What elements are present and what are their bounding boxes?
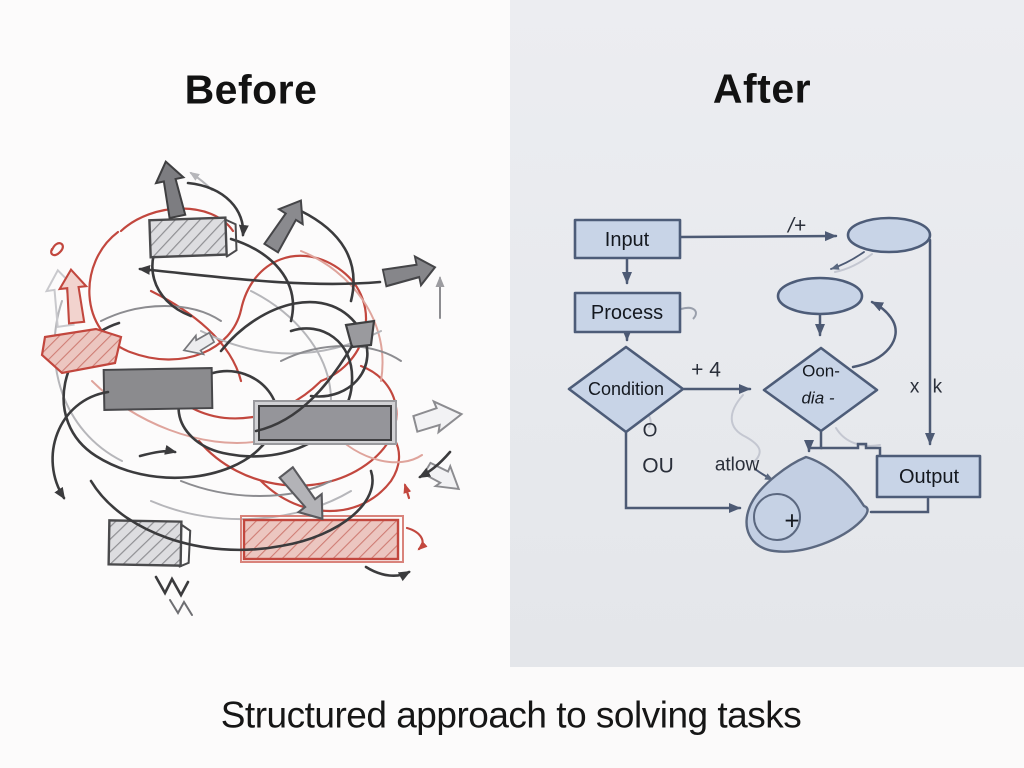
after-title: After <box>712 65 812 112</box>
output-node-shape <box>875 454 982 499</box>
annotation-o: O <box>642 420 658 442</box>
annotation-atlow: atlow <box>714 454 760 476</box>
annotation-condition-arrow: + 4 <box>691 358 721 382</box>
annotation-input-arrow: /+ <box>787 214 807 238</box>
process-node-shape <box>573 291 682 334</box>
merge-plus-symbol: + <box>784 505 800 536</box>
condition2-node-label-line2: dia - <box>801 388 835 408</box>
before-title: Before <box>184 66 318 113</box>
ellipse-node-mid <box>776 276 864 316</box>
process-node-label: Process <box>590 302 664 324</box>
output-node-label: Output <box>898 466 960 488</box>
condition-node-label: Condition <box>587 379 665 400</box>
input-node-shape <box>573 218 682 260</box>
annotation-ou: OU <box>642 454 674 478</box>
after-flowchart-graphic <box>567 216 982 553</box>
after-panel <box>510 0 1024 667</box>
before-panel <box>0 0 510 768</box>
merge-circle-shape <box>753 493 801 541</box>
input-node-label: Input <box>604 229 650 251</box>
condition2-node-shape <box>762 346 879 433</box>
annotation-output-line: x k <box>909 376 947 398</box>
caption: Structured approach to solving tasks <box>220 694 802 736</box>
condition-node-shape <box>567 345 685 434</box>
condition2-node-label-line1: Oon- <box>802 361 840 381</box>
before-scribble-graphic <box>40 157 468 616</box>
ellipse-node-top <box>846 216 932 254</box>
